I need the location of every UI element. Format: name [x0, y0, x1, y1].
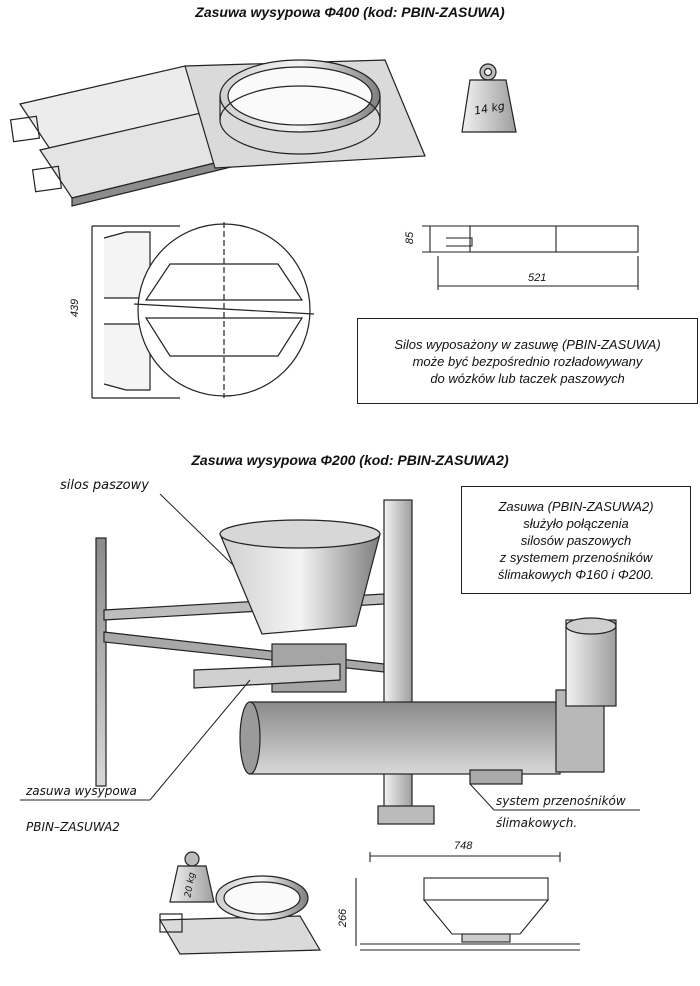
gate400-side-view [422, 225, 639, 290]
section1-note-line: Silos wyposażony w zasuwę (PBIN-ZASUWA) [394, 336, 661, 352]
section1-title: Zasuwa wysypowa Φ400 (kod: PBIN-ZASUWA) [195, 4, 505, 20]
dim-diameter: 439 [69, 298, 82, 318]
callout-zasuwa-line2: PBIN–ZASUWA2 [26, 820, 120, 834]
section2-note-box: Zasuwa (PBIN-ZASUWA2) służyło połączenia… [461, 486, 691, 594]
dim-height-85: 85 [404, 231, 417, 245]
section1-note-line: do wózków lub taczek paszowych [430, 370, 625, 386]
callout-zasuwa-line1: zasuwa wysypowa [26, 784, 137, 798]
gate400-top-view [91, 222, 315, 399]
section1-note-box: Silos wyposażony w zasuwę (PBIN-ZASUWA) … [357, 318, 698, 404]
dim-width-748: 748 [454, 840, 473, 852]
section2-note-line: silosów paszowych [520, 532, 632, 548]
conveyor-assembly-drawing [95, 499, 617, 825]
section2-note-line: ślimakowych Φ160 i Φ200. [497, 566, 655, 582]
section2-note-line: służyło połączenia [523, 515, 629, 531]
section2-title: Zasuwa wysypowa Φ200 (kod: PBIN-ZASUWA2) [191, 452, 509, 468]
section1-note-line: może być bezpośrednio rozładowywany [412, 353, 643, 369]
section2-note-line: z systemem przenośników [499, 549, 653, 565]
callout-leaders [20, 493, 640, 811]
gate400-iso-drawing [9, 59, 426, 207]
weight-14kg-icon [461, 63, 517, 133]
section2-note-line: Zasuwa (PBIN-ZASUWA2) [498, 498, 654, 514]
dim-length-521: 521 [528, 272, 547, 284]
callout-system-line1: system przenośników [496, 794, 626, 808]
callout-system-line2: ślimakowych. [496, 816, 578, 830]
gate200-front-view [355, 852, 580, 951]
callout-silos: silos paszowy [60, 478, 149, 493]
gate200-iso-drawing [158, 851, 322, 955]
dim-height-266: 266 [337, 908, 350, 928]
